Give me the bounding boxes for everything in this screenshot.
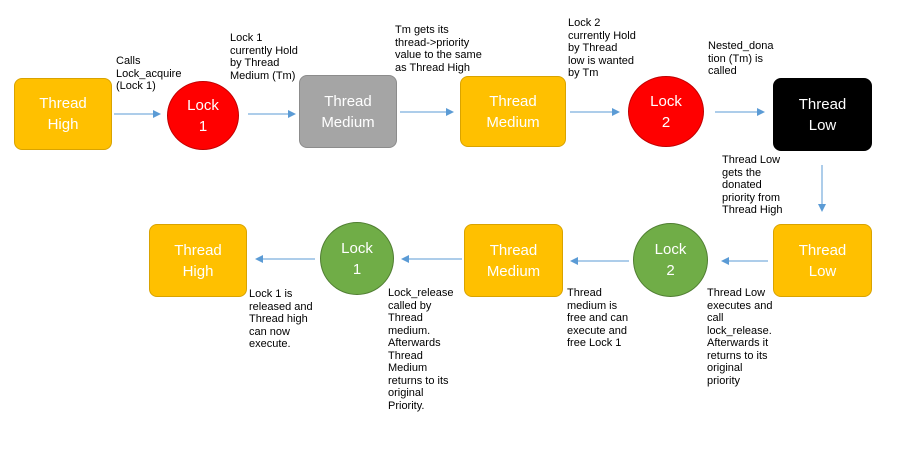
lock2-top: Lock 2	[628, 76, 704, 147]
thread-medium-bottom: Thread Medium	[464, 224, 563, 297]
thread-medium-gray-label: Thread Medium	[321, 92, 375, 131]
note-thread-low-release: Thread Low executes and call lock_releas…	[707, 287, 773, 387]
thread-medium-gray: Thread Medium	[299, 75, 397, 148]
note-tm-priority: Tm gets its thread->priority value to th…	[395, 24, 482, 74]
thread-low-black-label: Thread Low	[798, 95, 847, 134]
lock1-top-label: Lock 1	[187, 96, 219, 135]
thread-high-top-label: Thread High	[39, 95, 87, 133]
thread-low-bottom-label: Thread Low	[798, 241, 847, 280]
note-calls-lock-acquire: Calls Lock_acquire (Lock 1)	[116, 55, 182, 92]
note-lock1-hold: Lock 1 currently Hold by Thread Medium (…	[230, 32, 298, 82]
note-thread-medium-free: Thread medium is free and can execute an…	[567, 287, 629, 349]
thread-medium-top-label: Thread Medium	[486, 92, 540, 131]
thread-medium-top: Thread Medium	[460, 76, 566, 147]
note-nested-donation: Nested_dona tion (Tm) is called	[708, 40, 774, 77]
lock1-top: Lock 1	[167, 81, 239, 150]
note-lock-release-medium: Lock_release called by Thread medium. Af…	[388, 287, 454, 412]
note-lock2-hold: Lock 2 currently Hold by Thread low is w…	[568, 17, 636, 79]
lock1-bottom-label: Lock 1	[341, 239, 373, 278]
note-thread-low-donated: Thread Low gets the donated priority fro…	[722, 154, 783, 216]
thread-low-black: Thread Low	[773, 78, 872, 151]
thread-high-bottom: Thread High	[149, 224, 247, 297]
lock2-bottom-label: Lock 2	[654, 241, 687, 279]
thread-medium-bottom-label: Thread Medium	[486, 241, 541, 280]
note-lock1-released: Lock 1 is released and Thread high can n…	[249, 288, 313, 350]
thread-high-bottom-label: Thread High	[174, 241, 222, 280]
thread-low-bottom: Thread Low	[773, 224, 872, 297]
lock1-bottom: Lock 1	[320, 222, 394, 295]
lock2-top-label: Lock 2	[650, 92, 682, 131]
lock2-bottom: Lock 2	[633, 223, 708, 297]
thread-high-top: Thread High	[14, 78, 112, 150]
